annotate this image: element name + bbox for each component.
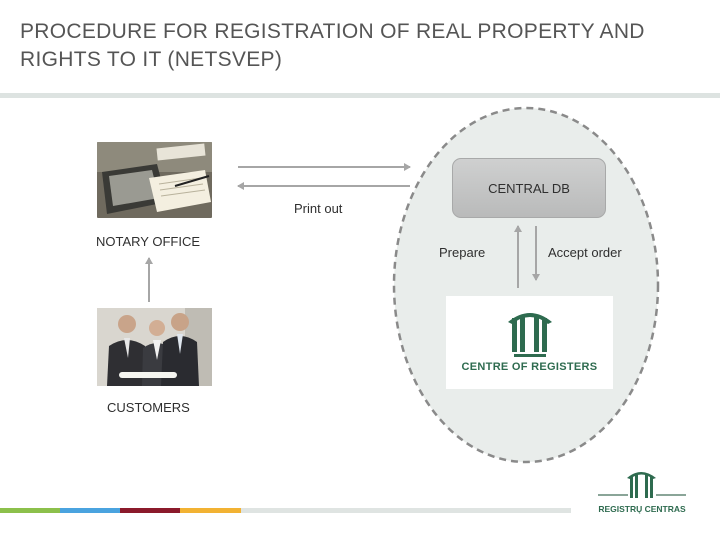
- notary-desk-photo: [97, 142, 212, 218]
- notary-office-label: NOTARY OFFICE: [96, 234, 201, 249]
- registru-centras-logo: REGISTRŲ CENTRAS: [596, 464, 688, 516]
- print-out-label: Print out: [294, 201, 343, 216]
- page-title: PROCEDURE FOR REGISTRATION OF REAL PROPE…: [20, 20, 645, 71]
- title-divider: [0, 93, 720, 98]
- columns-logo-icon: [508, 313, 552, 357]
- bottom-bar-red: [120, 508, 180, 513]
- central-db-box: CENTRAL DB: [452, 158, 606, 218]
- centre-logo-text: CENTRE OF REGISTERS: [462, 361, 598, 373]
- central-db-label: CENTRAL DB: [488, 181, 570, 196]
- bottom-bar-blue: [60, 508, 120, 513]
- centre-of-registers-logo: CENTRE OF REGISTERS: [446, 296, 613, 389]
- accept-order-label: Accept order: [548, 245, 622, 260]
- bottom-bar-green: [0, 508, 60, 513]
- prepare-label: Prepare: [439, 245, 486, 260]
- footer-logo-text: REGISTRŲ CENTRAS: [598, 504, 686, 514]
- customers-label: CUSTOMERS: [107, 400, 190, 415]
- customers-photo: [97, 308, 212, 386]
- bottom-bar-grey: [241, 508, 571, 513]
- bottom-bar-yellow: [180, 508, 241, 513]
